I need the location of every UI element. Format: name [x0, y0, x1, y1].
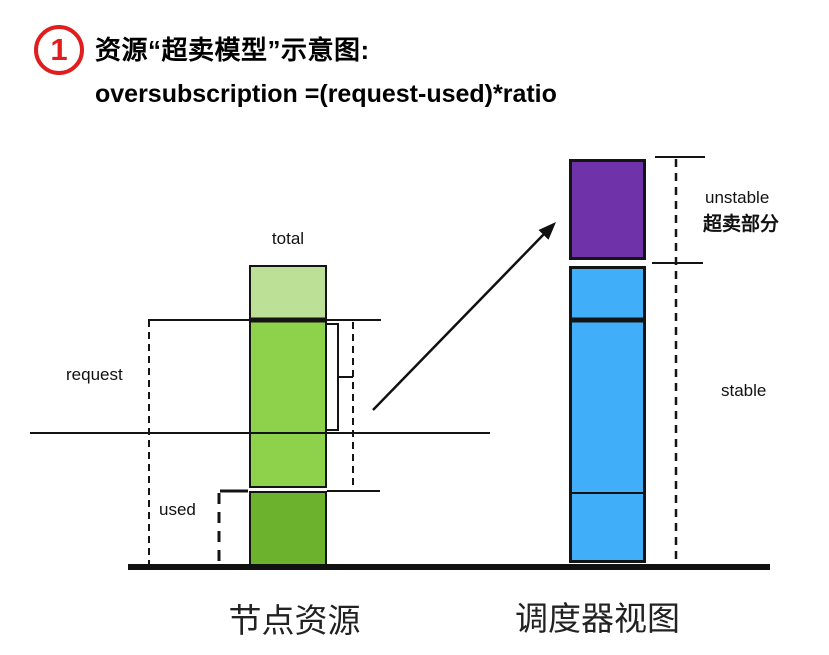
scheduler-unstable-segment [569, 159, 646, 260]
node-request-segment [249, 320, 327, 488]
total-label: total [271, 229, 305, 248]
oversold-part-label: 超卖部分 [703, 214, 780, 235]
number-one-badge-icon: 1 [34, 25, 84, 75]
mapping-arrow-head-icon [538, 222, 556, 240]
scheduler-view-caption: 调度器视图 [515, 600, 680, 637]
oversubscription-formula: oversubscription =(request-used)*ratio [95, 80, 557, 108]
scheduler-stable-segment [569, 266, 646, 563]
diagram-title: 资源“超卖模型”示意图: [95, 35, 370, 65]
node-total-segment [249, 265, 327, 320]
request-used-bracket [327, 323, 353, 431]
node-resources-caption: 节点资源 [228, 602, 361, 639]
stable-label: stable [721, 381, 767, 400]
unstable-label: unstable [705, 188, 770, 207]
mapping-arrow-line [372, 232, 546, 411]
request-label: request [66, 365, 123, 384]
used-label: used [159, 500, 196, 519]
